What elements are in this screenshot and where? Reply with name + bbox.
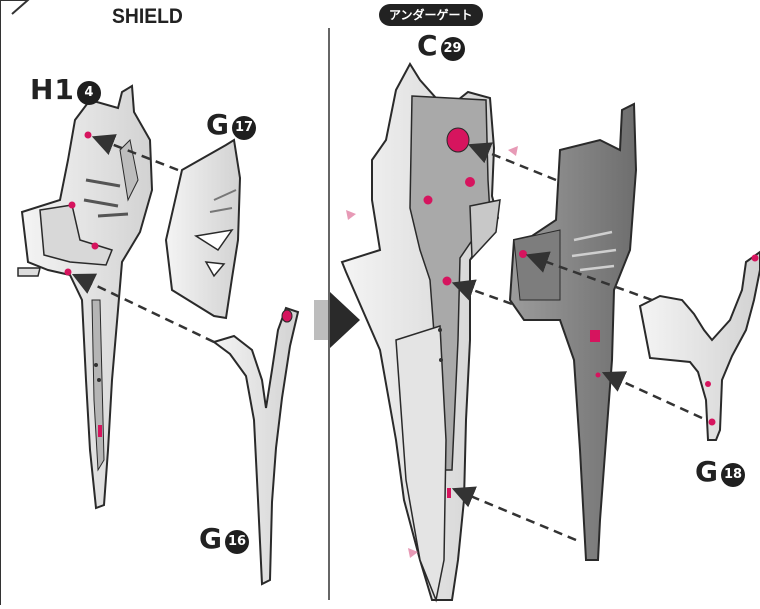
part-label-letter: G xyxy=(695,455,719,488)
part-label-letter: G xyxy=(199,522,223,555)
arrow-g18-to-dark-lower xyxy=(606,374,702,418)
part-number-badge: 4 xyxy=(77,81,101,105)
part-label-letter: H1 xyxy=(30,73,75,106)
part-number-badge: 17 xyxy=(232,116,256,140)
part-number-badge: 29 xyxy=(441,37,465,61)
pink-mark xyxy=(508,146,518,156)
section-title: SHIELD xyxy=(112,6,183,27)
pink-mark xyxy=(346,210,356,220)
part-label-letter: G xyxy=(206,108,230,141)
frame-corner xyxy=(0,0,28,605)
part-c29-shield xyxy=(342,64,500,600)
part-label-letter: C xyxy=(417,29,439,62)
part-dark-under-gate xyxy=(510,104,636,560)
part-h1-shield-body xyxy=(18,86,152,508)
step-arrow xyxy=(314,292,360,348)
part-g17-plate xyxy=(166,140,240,318)
arrow-dark-to-c29-bottom xyxy=(456,490,576,540)
under-gate-badge: アンダーゲート xyxy=(379,4,483,26)
part-number-badge: 18 xyxy=(721,463,745,487)
part-number-badge: 16 xyxy=(225,530,249,554)
part-g18-fork xyxy=(640,252,760,440)
